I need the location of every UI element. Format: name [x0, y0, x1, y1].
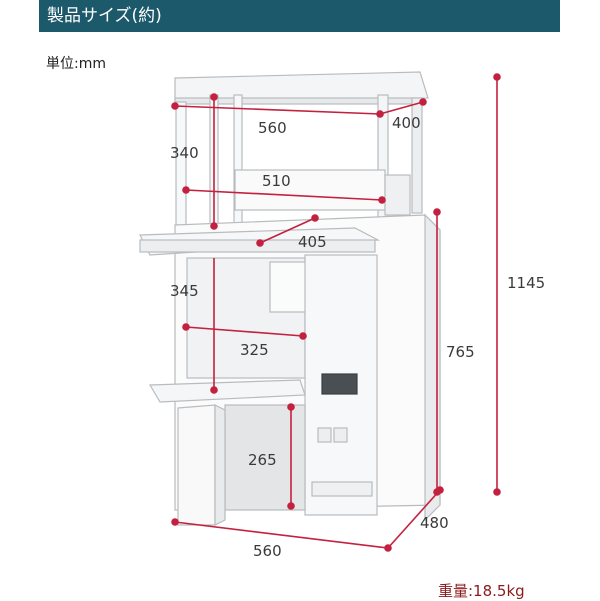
dimension-dot [311, 214, 319, 222]
section-header: 製品サイズ(約) [39, 0, 560, 32]
dimension-dot [433, 208, 441, 216]
top-width-line [174, 105, 381, 115]
dimension-dot [210, 93, 218, 101]
dim-cabinet-height: 765 [446, 343, 475, 361]
base-depth-line [387, 489, 441, 549]
dim-top-width: 560 [258, 119, 287, 137]
shelf-depth-line [259, 217, 316, 244]
dim-base-depth: 480 [420, 514, 449, 532]
weight-label: 重量:18.5kg [438, 582, 525, 600]
dim-base-width: 560 [253, 542, 282, 560]
dimension-dot [256, 239, 264, 247]
dim-door-height: 265 [248, 451, 277, 469]
base-width-line [174, 521, 389, 549]
dimension-dot [287, 502, 295, 510]
dimension-dot [436, 486, 444, 494]
lower-width-line [185, 326, 304, 337]
dim-top-depth: 400 [392, 114, 421, 132]
dimension-dot [171, 518, 179, 526]
dimension-dot [378, 196, 386, 204]
dimension-lines: 560 400 340 510 405 345 325 765 265 1145… [170, 73, 545, 560]
dimension-dot [182, 186, 190, 194]
dimension-dot [299, 332, 307, 340]
dimension-dot [493, 488, 501, 496]
unit-label: 単位:mm [46, 56, 106, 72]
dimension-dot [171, 102, 179, 110]
dim-total-height: 1145 [507, 274, 545, 292]
section-title: 製品サイズ(約) [47, 6, 162, 26]
dimension-dot [419, 98, 427, 106]
dim-shelf-depth: 405 [298, 233, 327, 251]
dim-upper-height: 340 [170, 144, 199, 162]
dim-lower-width: 325 [240, 341, 269, 359]
dimension-dot [210, 222, 218, 230]
top-depth-line [379, 101, 424, 115]
dim-inner-width: 510 [262, 172, 291, 190]
dimension-dot [182, 323, 190, 331]
inner-width-line [185, 189, 383, 201]
dimension-dot [493, 73, 501, 81]
dimension-dot [210, 386, 218, 394]
dim-middle-height: 345 [170, 282, 199, 300]
dimension-dot [287, 403, 295, 411]
